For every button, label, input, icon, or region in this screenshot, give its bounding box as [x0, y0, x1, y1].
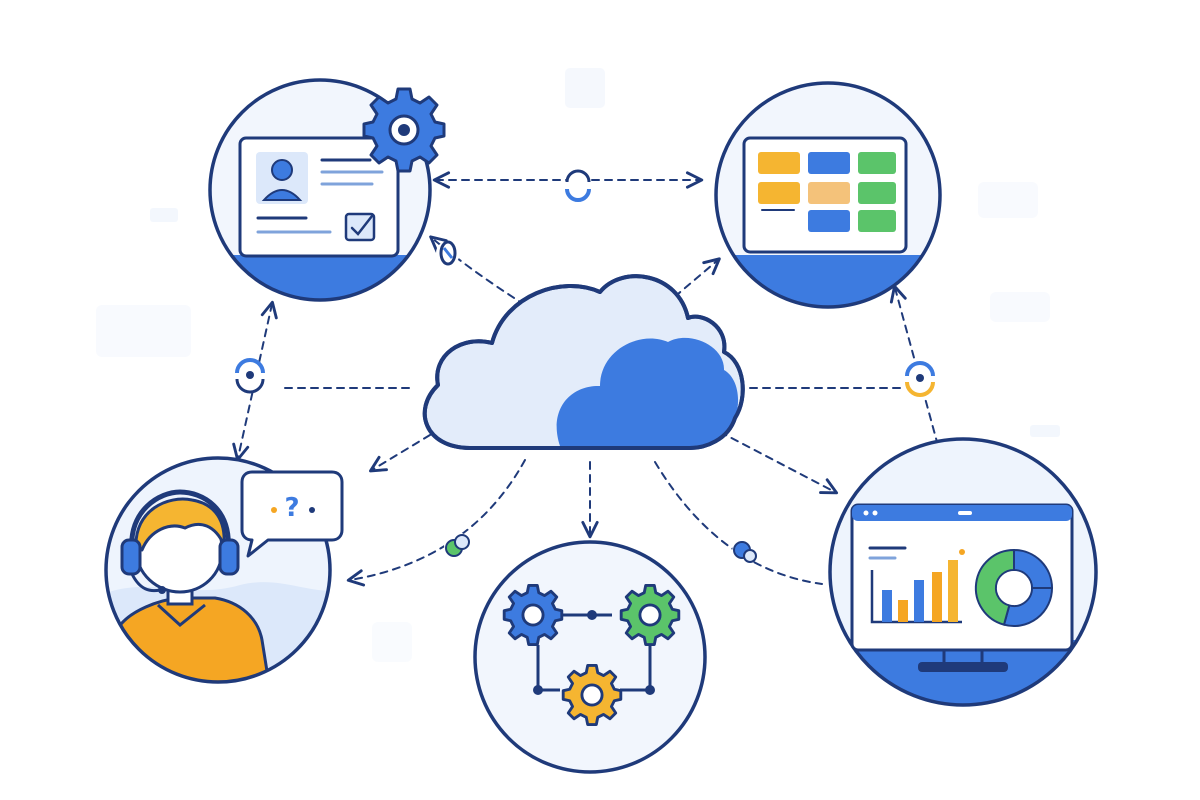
node-analytics [828, 437, 1098, 707]
connector-cloud-support [369, 434, 431, 473]
sync-icon [565, 169, 591, 202]
help-question-mark: ? [284, 493, 299, 523]
donut-chart-icon [974, 548, 1054, 628]
connector-cloud-analytics-lower [654, 461, 823, 585]
sync-icon [444, 532, 470, 558]
gear-icon [502, 584, 564, 646]
gear-icon [362, 87, 446, 173]
connector-cloud-support-lower [346, 459, 526, 587]
node-automation [473, 540, 707, 774]
cloud-icon [422, 274, 745, 450]
sync-icon [235, 358, 265, 394]
gear-icon [619, 584, 681, 646]
sync-icon [905, 361, 935, 397]
node-support: ? [104, 456, 344, 684]
speech-bubble-icon: ? [240, 470, 344, 558]
connector-cloud-analytics [719, 431, 839, 495]
kanban-board-icon [742, 136, 908, 254]
sync-icon [732, 539, 758, 565]
gear-icon [561, 664, 623, 726]
node-profile [208, 78, 446, 302]
id-card-icon [238, 136, 400, 258]
gears-workflow-icon [502, 584, 681, 726]
sync-badges [235, 169, 935, 565]
analytics-monitor-icon [850, 503, 1074, 672]
connector-cloud-dashboard [664, 257, 721, 306]
background-decorations [96, 68, 1060, 662]
sync-icon [436, 240, 460, 266]
node-dashboard [714, 81, 942, 309]
